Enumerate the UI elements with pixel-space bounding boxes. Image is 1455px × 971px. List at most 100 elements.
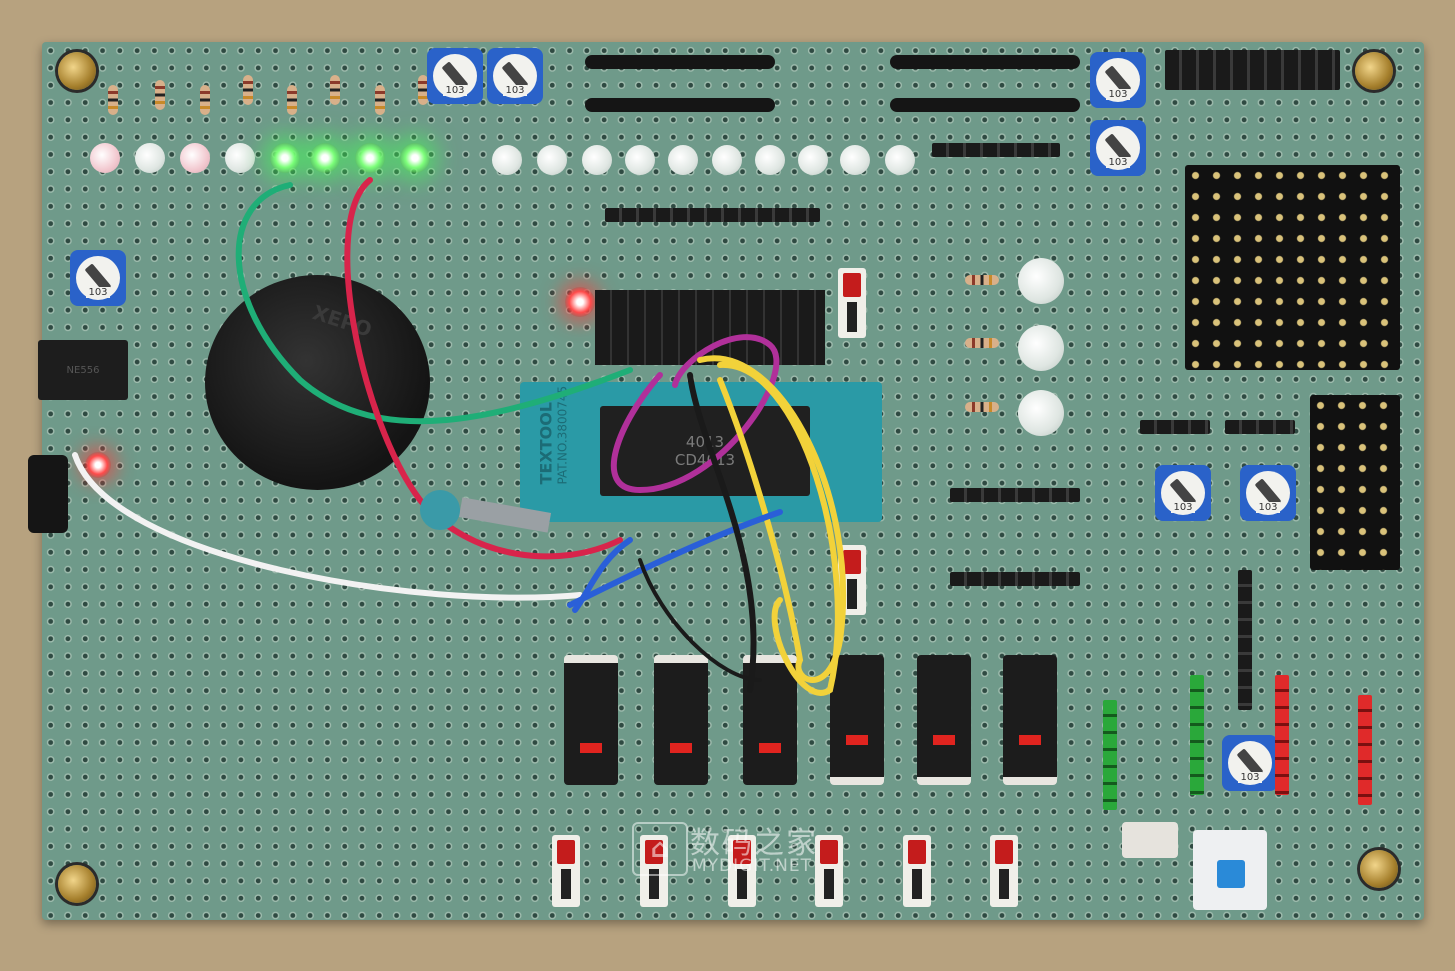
slide-switch[interactable]	[903, 835, 931, 907]
slide-switch[interactable]	[552, 835, 580, 907]
resistor	[375, 85, 385, 115]
pin-header	[950, 572, 1080, 586]
trimmer-potentiometer[interactable]: 103	[1090, 120, 1146, 176]
pot-label: 103	[1256, 501, 1280, 513]
led	[712, 145, 742, 175]
pin-header	[605, 208, 820, 222]
timer-chip: NE556	[38, 340, 128, 400]
slide-switch[interactable]	[640, 835, 668, 907]
red-pin-header	[1275, 675, 1289, 795]
header-strip	[890, 55, 1080, 69]
pin-header	[950, 488, 1080, 502]
resistor	[200, 85, 210, 115]
led	[755, 145, 785, 175]
trimmer-potentiometer[interactable]: 103	[427, 48, 483, 104]
resistor	[287, 85, 297, 115]
pot-label: 103	[443, 84, 467, 96]
led	[135, 143, 165, 173]
slide-switch[interactable]	[838, 268, 866, 338]
push-button-cap[interactable]	[1217, 860, 1245, 888]
pot-label: 103	[503, 84, 527, 96]
resistor	[243, 75, 253, 105]
trimmer-potentiometer[interactable]: 103	[487, 48, 543, 104]
pot-label: 103	[1106, 156, 1130, 168]
trimmer-potentiometer[interactable]: 103	[70, 250, 126, 306]
trimmer-potentiometer[interactable]: 103	[1090, 52, 1146, 108]
led-large	[1018, 258, 1064, 304]
led	[840, 145, 870, 175]
push-button[interactable]	[1193, 830, 1267, 910]
led	[492, 145, 522, 175]
mounting-screw	[1360, 850, 1398, 888]
pin-header	[1225, 420, 1295, 434]
wire-white	[72, 452, 583, 601]
resistor	[108, 85, 118, 115]
pot-label: 103	[1238, 771, 1262, 783]
led	[537, 145, 567, 175]
led-large	[1018, 325, 1064, 371]
rocker-switch[interactable]	[1003, 655, 1057, 785]
slide-switch[interactable]	[815, 835, 843, 907]
trimmer-potentiometer[interactable]: 103	[1240, 465, 1296, 521]
watermark-logo-icon: ⌂	[632, 822, 688, 876]
green-pin-header	[1190, 675, 1204, 795]
watermark-text-en: MYDIGIT.NET	[692, 856, 812, 876]
red-pin-header	[1358, 695, 1372, 805]
trimmer-potentiometer[interactable]: 103	[1155, 465, 1211, 521]
led	[885, 145, 915, 175]
wire-blue	[567, 509, 783, 608]
pot-label: 103	[1171, 501, 1195, 513]
led	[225, 143, 255, 173]
led-lit-red	[85, 452, 111, 478]
ceramic-capacitor	[420, 490, 460, 530]
led	[180, 143, 210, 173]
pin-header	[1140, 420, 1210, 434]
pin-header	[932, 143, 1060, 157]
female-header	[1165, 50, 1340, 90]
led	[798, 145, 828, 175]
green-pin-header	[1103, 700, 1117, 810]
led	[668, 145, 698, 175]
led-large	[1018, 390, 1064, 436]
header-strip	[890, 98, 1080, 112]
ic-socket	[1185, 165, 1400, 370]
trimmer-potentiometer[interactable]: 103	[1222, 735, 1278, 791]
rocker-switch[interactable]	[654, 655, 708, 785]
ic-socket	[1310, 395, 1400, 570]
watermark-text-cn: 数码之家	[690, 826, 818, 861]
tact-switch[interactable]	[1122, 822, 1178, 858]
resistor	[965, 402, 999, 412]
pot-label: 103	[86, 286, 110, 298]
led	[582, 145, 612, 175]
resistor	[418, 75, 428, 105]
led	[625, 145, 655, 175]
slide-switch[interactable]	[990, 835, 1018, 907]
resistor	[965, 338, 999, 348]
led-lit-red	[565, 287, 595, 317]
wire-black	[687, 372, 757, 693]
mounting-screw	[58, 865, 96, 903]
resistor	[965, 275, 999, 285]
slide-switch[interactable]	[728, 835, 756, 907]
mounting-screw	[58, 52, 96, 90]
trimmer-bracket	[458, 497, 552, 533]
led	[90, 143, 120, 173]
wire-blue	[572, 537, 633, 613]
pin-header	[1238, 570, 1252, 710]
wire-yellow	[717, 361, 841, 696]
rocker-switch[interactable]	[564, 655, 618, 785]
mounting-screw	[1355, 52, 1393, 90]
electrolytic-capacitor	[28, 455, 68, 533]
wire-yellow	[697, 355, 847, 683]
led-lit	[355, 143, 385, 173]
led-lit	[310, 143, 340, 173]
header-strip	[585, 55, 775, 69]
header-strip	[585, 98, 775, 112]
wire-magenta	[610, 334, 780, 494]
pot-label: 103	[1106, 88, 1130, 100]
rocker-switch[interactable]	[917, 655, 971, 785]
rocker-switch[interactable]	[830, 655, 884, 785]
resistor	[330, 75, 340, 105]
resistor	[155, 80, 165, 110]
